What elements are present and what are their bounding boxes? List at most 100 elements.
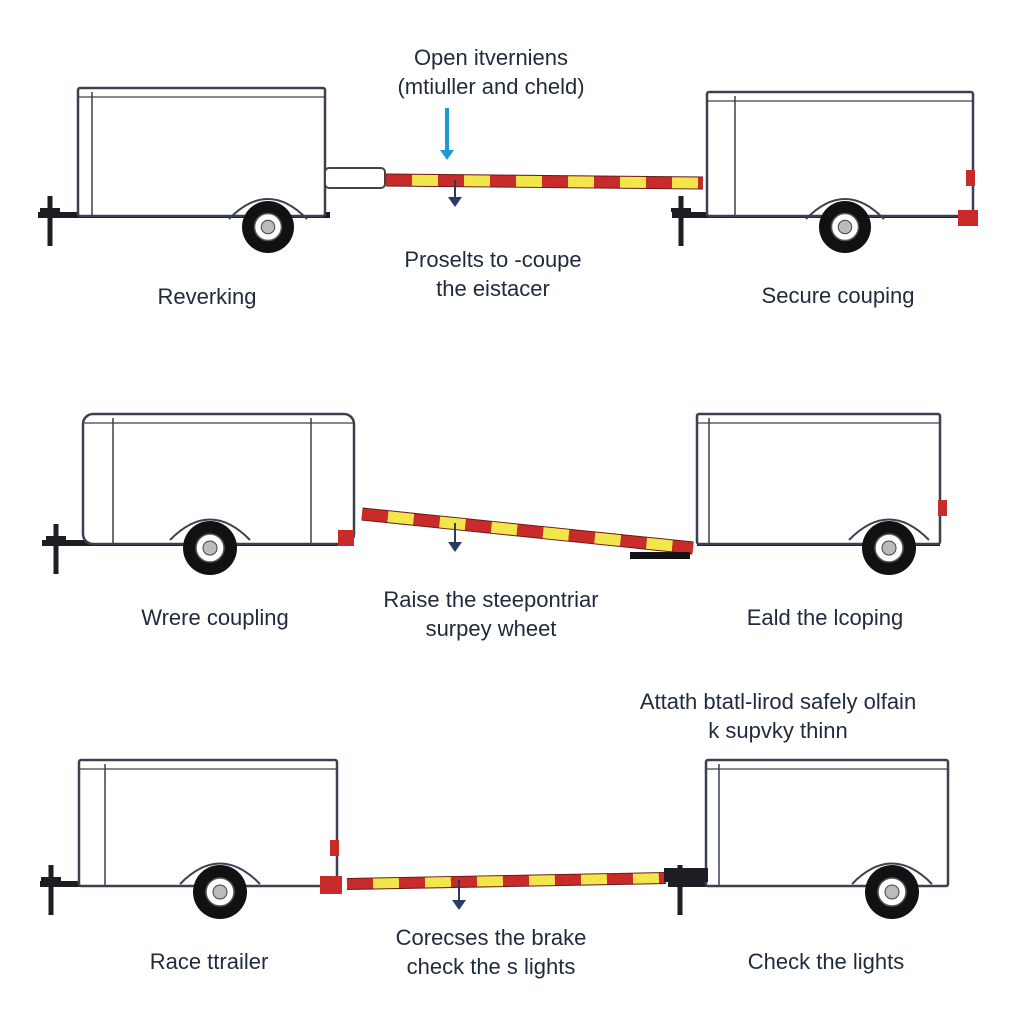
hub (202, 540, 218, 556)
left-label-row-3: Race ttrailer (149, 949, 269, 974)
drawbar-segment (398, 877, 426, 889)
drawbar-segment (671, 540, 694, 554)
wheel-fender (169, 518, 251, 541)
wheel-fender (805, 198, 885, 220)
drawbar-segment (619, 176, 647, 188)
drawbar-stripes (385, 173, 704, 190)
top-note-row-1: Open itverniens (mtiuller and cheld) (397, 43, 584, 101)
drawbar-segment (413, 513, 441, 528)
hub (884, 884, 900, 900)
drawbar-segment (437, 174, 465, 187)
center-label-line-2: the eistacer (436, 276, 550, 301)
drawbar-segment (620, 535, 648, 549)
rear-bumper (958, 210, 978, 226)
trailer (38, 86, 330, 253)
drawbar (346, 872, 667, 890)
trailer (40, 758, 340, 919)
drawbar-segment (632, 873, 660, 884)
trailer-body (76, 86, 327, 218)
drawbar-segment (515, 175, 543, 187)
drawbar-segment (424, 877, 452, 888)
center-label-line-1: Proselts to -coupe (404, 247, 582, 272)
top-note-line-2: k supvky thinn (708, 718, 848, 743)
brake-arrow (452, 880, 466, 910)
wheel-fender (851, 862, 933, 885)
trailer-body (695, 412, 942, 546)
jockey-stand (46, 524, 66, 574)
trailer (42, 412, 356, 575)
top-note-line-2: (mtiuller and cheld) (397, 74, 585, 99)
drawbar-segment (594, 532, 622, 547)
trailer (695, 412, 947, 575)
center-label-line-1: Raise the steepontriar (383, 587, 599, 612)
trailer (668, 758, 950, 919)
tow-bracket (320, 876, 342, 894)
hub (260, 219, 276, 235)
center-label-row-1: Proselts to -coupe the eistacer (404, 245, 581, 303)
arrow-head (440, 150, 454, 160)
trailer (671, 90, 975, 253)
drawbar-segment (476, 876, 504, 887)
drawbar-segment (606, 873, 634, 885)
raise-arrow (448, 523, 462, 552)
drawbar-segment (697, 177, 704, 189)
tail-lamp (966, 170, 975, 186)
wheel (851, 862, 933, 919)
left-label-row-1: Reverking (157, 284, 257, 309)
tow-bracket (338, 530, 354, 546)
drawbar-segment (439, 516, 467, 531)
top-note-line-1: Attath btatl-lirod safely olfain (639, 689, 917, 714)
drawbar (385, 173, 704, 190)
right-label-row-3: Check the lights (747, 949, 905, 974)
tail-lamp (330, 840, 339, 856)
left-label-row-2: Wrere coupling (141, 605, 289, 630)
jockey-stand (671, 196, 691, 246)
jockey-stand (41, 865, 61, 915)
drawbar-shadow (630, 552, 690, 559)
center-label-row-3: Corecses the brake check the s lights (396, 923, 587, 981)
drawbar-segment (346, 878, 374, 889)
drawbar-segment (567, 176, 595, 188)
coupling-joint (664, 868, 708, 882)
drawbar-segment (502, 875, 530, 887)
right-label-row-1: Secure couping (761, 283, 915, 308)
drawbar (361, 507, 694, 555)
center-label-row-2: Raise the steepontriar surpey wheet (383, 585, 598, 643)
arrow-head (448, 197, 462, 207)
drawbar-segment (385, 174, 413, 186)
tail-lamp (938, 500, 947, 516)
drawbar-segment (554, 874, 582, 886)
drawbar-segment (568, 529, 596, 544)
drawbar-segment (541, 175, 569, 188)
lower-arrow (448, 180, 462, 207)
drawbar-segment (411, 174, 439, 186)
wheel-fender (228, 198, 308, 220)
drawbar-segment (645, 537, 673, 552)
drawbar-segment (463, 175, 491, 187)
drawbar-segment (580, 874, 608, 885)
hub (212, 884, 228, 900)
wheel-fender (848, 518, 930, 541)
drawbar-stripes (361, 507, 694, 555)
wheel (805, 198, 885, 253)
trailer-body (705, 90, 975, 218)
drawbar-stripes (346, 872, 667, 890)
drawbar-segment (489, 175, 517, 187)
drawbar-segment (387, 511, 415, 525)
top-note-row-3: Attath btatl-lirod safely olfain k supvk… (640, 687, 916, 745)
right-label-row-2: Eald the lcoping (746, 605, 904, 630)
hub (881, 540, 897, 556)
drawbar-segment (516, 524, 544, 539)
coupling-head (324, 167, 386, 189)
drawbar-segment (490, 521, 518, 536)
drawbar-segment (372, 878, 400, 889)
drawbar-segment (450, 876, 478, 888)
drawbar-segment (542, 527, 570, 541)
wheel (848, 518, 930, 575)
drawbar-segment (671, 177, 699, 189)
open-coupler-arrow (440, 108, 454, 160)
center-label-line-2: surpey wheet (425, 616, 557, 641)
arrow-head (452, 900, 466, 910)
wheel (228, 198, 308, 253)
